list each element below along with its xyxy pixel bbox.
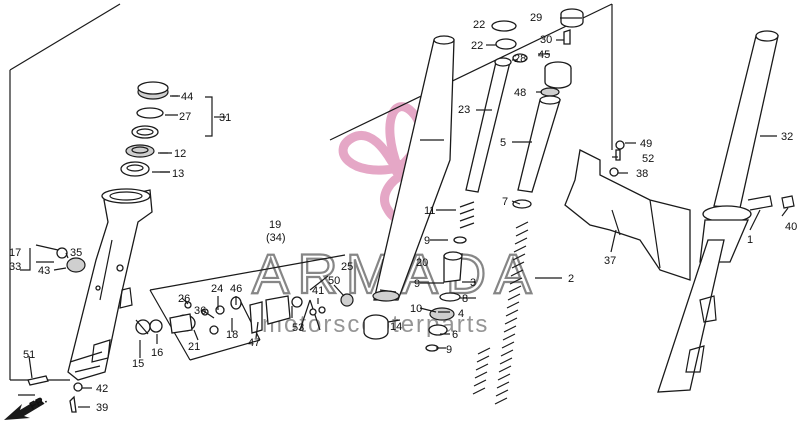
callout-39: 39 (96, 402, 108, 414)
callout-30: 30 (540, 34, 552, 46)
callout-48: 48 (514, 87, 526, 99)
front-arrow-icon (4, 398, 44, 420)
callout-labels: 1 2 3 4 5 6 7 8 9 9 9 10 11 12 13 14 15 … (9, 12, 797, 414)
callout-22a: 22 (473, 19, 485, 31)
callout-24: 24 (211, 283, 223, 295)
callout-1: 1 (747, 234, 753, 246)
direction-label: FR. (28, 394, 49, 413)
callout-43: 43 (38, 265, 50, 277)
callout-49: 49 (640, 138, 652, 150)
callout-50: 50 (328, 275, 340, 287)
callout-25: 25 (341, 261, 353, 273)
fork-bridge (564, 140, 691, 281)
callout-28: 28 (514, 53, 526, 65)
callout-3: 3 (470, 277, 476, 289)
callout-9a: 9 (424, 235, 430, 247)
callout-40: 40 (785, 221, 797, 233)
callout-9b: 9 (414, 278, 420, 290)
callout-10: 10 (410, 303, 422, 315)
callout-44: 44 (181, 91, 193, 103)
callout-32: 32 (781, 131, 793, 143)
axle-parts-box (149, 254, 389, 361)
callout-22b: 22 (471, 40, 483, 52)
callout-12: 12 (174, 148, 186, 160)
callout-31: 31 (219, 112, 231, 124)
callout-51: 51 (23, 349, 35, 361)
callout-33: 33 (9, 261, 21, 273)
callout-8: 8 (462, 293, 468, 305)
left-small-parts (27, 247, 163, 413)
callout-19-paren: (34) (266, 232, 286, 244)
short-spring (459, 201, 475, 229)
center-fork-tube (372, 35, 455, 302)
right-fork (657, 30, 795, 393)
callout-47: 47 (248, 337, 260, 349)
callout-36: 36 (194, 305, 206, 317)
leader-lines (20, 17, 789, 408)
main-spring (472, 221, 529, 405)
callout-15: 15 (132, 358, 144, 370)
callout-2: 2 (568, 273, 574, 285)
callout-41: 41 (312, 285, 324, 297)
top-seal-stack (120, 81, 213, 177)
outline-frame (9, 3, 613, 396)
callout-37: 37 (604, 255, 616, 267)
callout-29: 29 (530, 12, 542, 24)
callout-4: 4 (458, 308, 464, 320)
callout-26: 26 (178, 293, 190, 305)
callout-35: 35 (70, 247, 82, 259)
callout-52: 52 (642, 153, 654, 165)
callout-17: 17 (9, 247, 21, 259)
callout-16: 16 (151, 347, 163, 359)
callout-14: 14 (390, 321, 402, 333)
callout-11: 11 (424, 205, 435, 217)
callout-19: 19 (269, 219, 281, 231)
left-fork-slider (67, 188, 153, 381)
callout-38: 38 (636, 168, 648, 180)
callout-9c: 9 (446, 344, 452, 356)
callout-13: 13 (172, 168, 184, 180)
callout-27: 27 (179, 111, 191, 123)
callout-45: 45 (538, 49, 550, 61)
callout-6: 6 (452, 329, 458, 341)
callout-23: 23 (458, 104, 470, 116)
callout-5: 5 (500, 137, 506, 149)
callout-20: 20 (416, 257, 428, 269)
callout-46: 46 (230, 283, 242, 295)
callout-18: 18 (226, 329, 238, 341)
callout-21: 21 (188, 341, 200, 353)
callout-42: 42 (96, 383, 108, 395)
callout-7: 7 (502, 196, 508, 208)
damper-rod-assembly (425, 8, 584, 405)
callout-53: 53 (292, 322, 304, 334)
